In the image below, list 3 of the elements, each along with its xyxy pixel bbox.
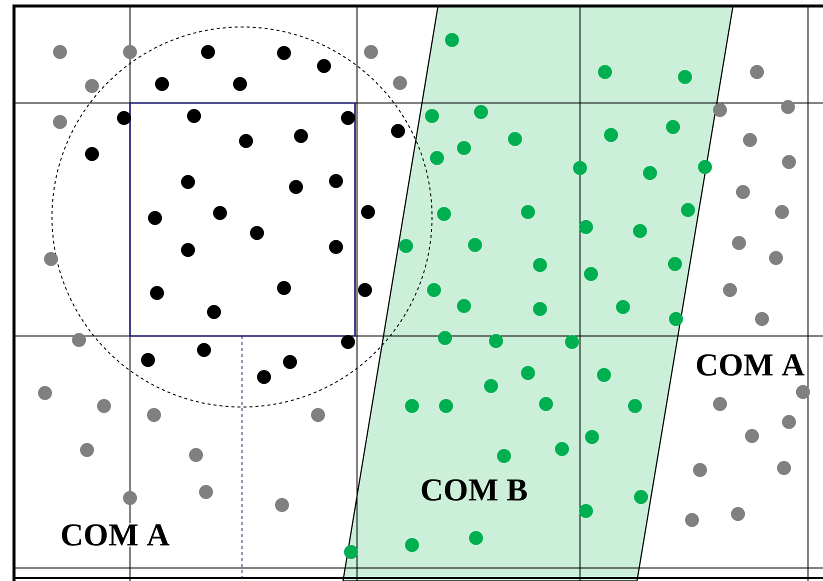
region-label: COM A: [59, 523, 171, 547]
region-label: COM A: [694, 353, 806, 377]
region-label: COM B: [419, 478, 529, 502]
